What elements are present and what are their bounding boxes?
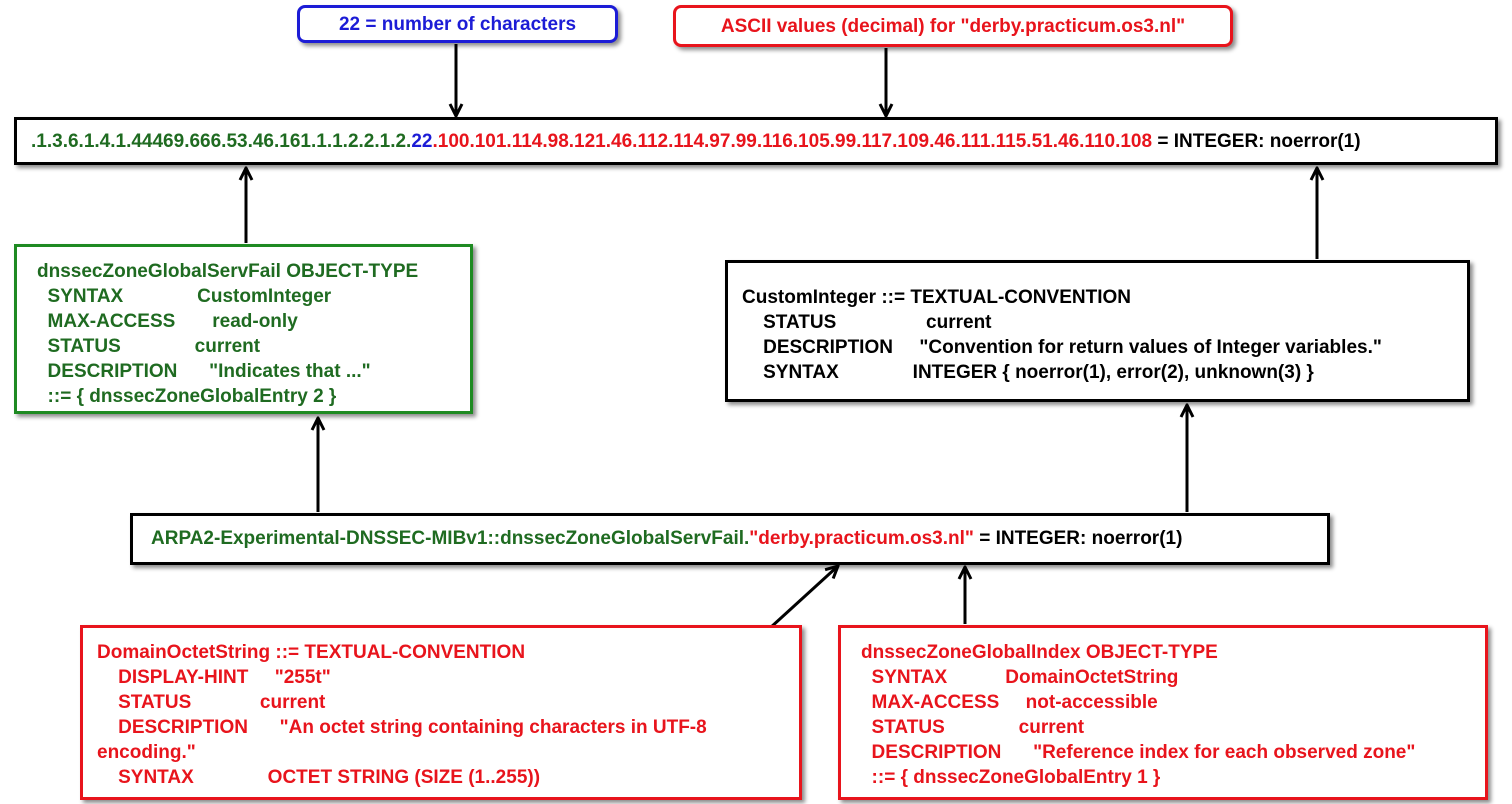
custom-integer-line: CustomInteger ::= TEXTUAL-CONVENTION — [742, 287, 1131, 308]
servfail-line: MAX-ACCESS read-only — [37, 311, 298, 332]
domain-octet-line: SYNTAX OCTET STRING (SIZE (1..255)) — [97, 767, 541, 788]
domain-octet-line: encoding." — [97, 742, 196, 763]
global-index-line: STATUS current — [861, 717, 1085, 738]
domain-octet-line: DISPLAY-HINT "255t" — [97, 667, 331, 688]
named-oid-box: ARPA2-Experimental-DNSSEC-MIBv1::dnssecZ… — [130, 513, 1330, 565]
servfail-object-type-box: dnssecZoneGlobalServFail OBJECT-TYPE SYN… — [14, 244, 473, 414]
custom-integer-box: CustomInteger ::= TEXTUAL-CONVENTION STA… — [725, 260, 1470, 402]
named-oid-value: = INTEGER: noerror(1) — [973, 528, 1183, 549]
oid-prefix: .1.3.6.1.4.1.44469.666.53.46.161.1.1.2.2… — [31, 131, 412, 152]
global-index-line: MAX-ACCESS not-accessible — [861, 692, 1158, 713]
custom-integer-line: SYNTAX INTEGER { noerror(1), error(2), u… — [742, 362, 1314, 383]
domain-octet-line: STATUS current — [97, 692, 326, 713]
oid-value: = INTEGER: noerror(1) — [1152, 131, 1361, 152]
oid-length: 22 — [411, 131, 433, 152]
servfail-line: dnssecZoneGlobalServFail OBJECT-TYPE — [37, 261, 419, 282]
global-index-object-type-box: dnssecZoneGlobalIndex OBJECT-TYPE SYNTAX… — [838, 625, 1488, 800]
custom-integer-line: STATUS current — [742, 312, 992, 333]
servfail-line: STATUS current — [37, 336, 261, 357]
global-index-line: SYNTAX DomainOctetString — [861, 667, 1179, 688]
number-of-characters-label: 22 = number of characters — [297, 5, 618, 43]
global-index-line: dnssecZoneGlobalIndex OBJECT-TYPE — [861, 642, 1218, 663]
global-index-line: ::= { dnssecZoneGlobalEntry 1 } — [861, 767, 1161, 788]
custom-integer-line: DESCRIPTION "Convention for return value… — [742, 337, 1382, 358]
domain-octet-line: DESCRIPTION "An octet string containing … — [97, 717, 707, 738]
servfail-line: DESCRIPTION "Indicates that ..." — [37, 361, 371, 382]
servfail-line: ::= { dnssecZoneGlobalEntry 2 } — [37, 386, 337, 407]
named-oid-prefix: ARPA2-Experimental-DNSSEC-MIBv1::dnssecZ… — [151, 528, 750, 549]
domain-octet-line: DomainOctetString ::= TEXTUAL-CONVENTION — [97, 642, 526, 663]
servfail-line: SYNTAX CustomInteger — [37, 286, 332, 307]
oid-ascii: .100.101.114.98.121.46.112.114.97.99.116… — [432, 131, 1153, 152]
domain-octet-string-box: DomainOctetString ::= TEXTUAL-CONVENTION… — [80, 625, 802, 800]
numeric-oid-box: .1.3.6.1.4.1.44469.666.53.46.161.1.1.2.2… — [14, 117, 1498, 165]
global-index-line: DESCRIPTION "Reference index for each ob… — [861, 742, 1416, 763]
arrow-domain-to-named — [768, 566, 838, 630]
named-oid-index: "derby.practicum.os3.nl" — [749, 528, 974, 549]
ascii-values-label: ASCII values (decimal) for "derby.practi… — [673, 5, 1233, 47]
